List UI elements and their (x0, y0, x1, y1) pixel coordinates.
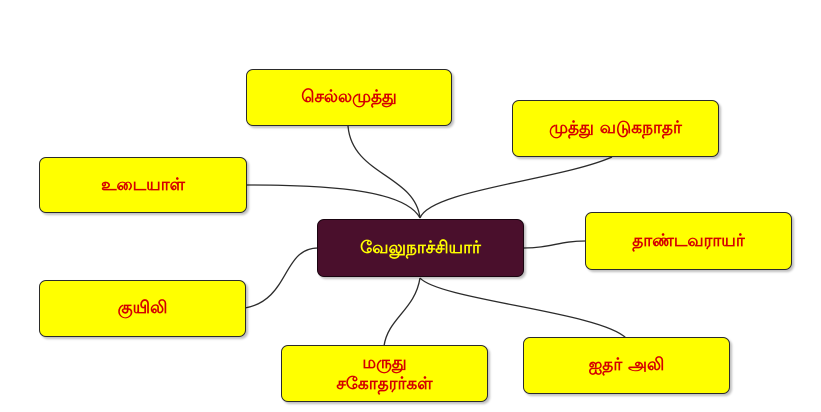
node-muthu-vaduganathar[interactable]: முத்து வடுகநாதர் (512, 100, 719, 157)
node-kuyili[interactable]: குயிலி (39, 280, 246, 337)
edge-muthu-vaduganathar (419, 156, 613, 219)
edge-thandavarayar (523, 240, 586, 249)
node-haidar-ali[interactable]: ஐதர் அலி (523, 337, 730, 394)
node-sellamuthu[interactable]: செல்லமுத்து (246, 69, 452, 126)
edge-udaiyal (246, 184, 421, 219)
node-thandavarayar[interactable]: தாண்டவராயர் (585, 212, 792, 270)
edge-haidar-ali (419, 277, 627, 339)
node-marudhu-line1: மருது (362, 353, 407, 374)
node-velunachiyar[interactable]: வேலுநாச்சியார் (317, 219, 524, 277)
node-udaiyal[interactable]: உடையாள் (39, 157, 247, 213)
node-marudhu-line2: சகோதரர்கள் (336, 373, 433, 394)
node-marudhu-brothers[interactable]: மருது சகோதரர்கள் (281, 345, 488, 402)
edge-marudhu (383, 277, 421, 347)
edge-kuyili (244, 247, 319, 309)
edge-sellamuthu (347, 125, 421, 219)
